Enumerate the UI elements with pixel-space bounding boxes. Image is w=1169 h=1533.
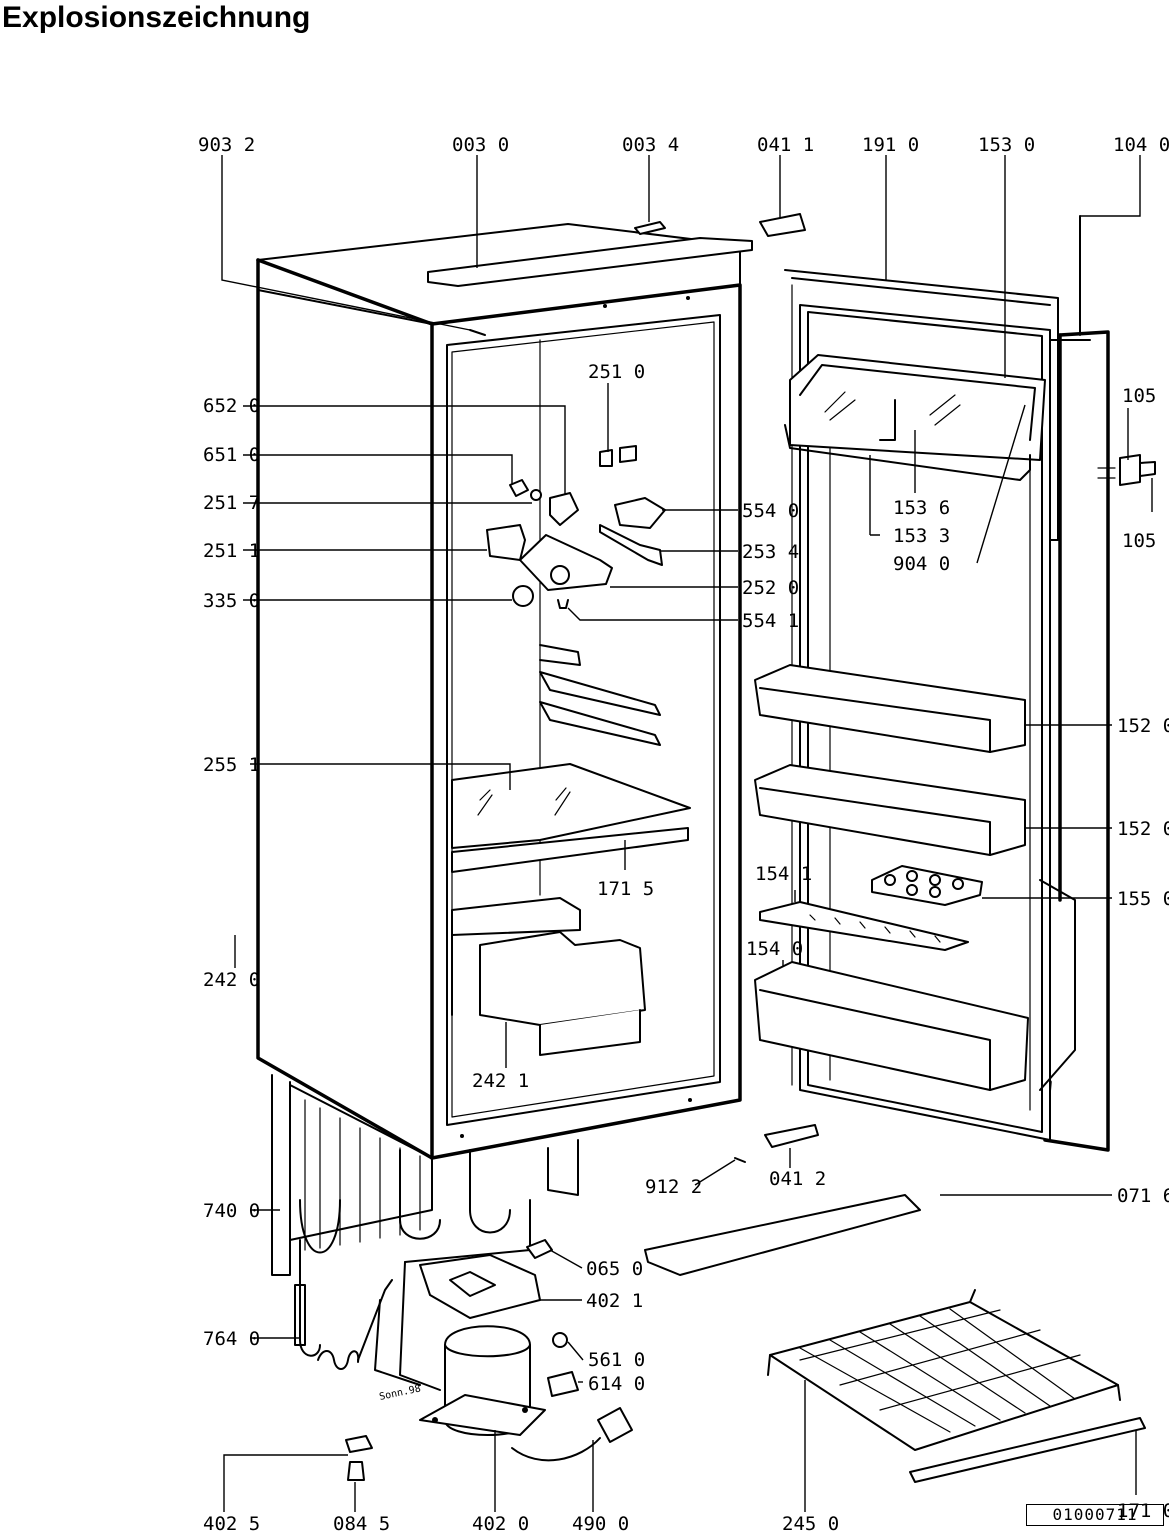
part-label: 561 0 xyxy=(588,1349,645,1371)
part-label: 003 4 xyxy=(622,134,679,156)
part-label: 242 1 xyxy=(472,1070,529,1092)
part-label: 253 4 xyxy=(742,541,799,563)
part-label: 252 0 xyxy=(742,577,799,599)
part-label: 251 7 xyxy=(203,492,260,514)
part-label: 041 1 xyxy=(757,134,814,156)
part-label: 764 0 xyxy=(203,1328,260,1350)
part-label: 740 0 xyxy=(203,1200,260,1222)
part-label: 904 0 xyxy=(893,553,950,575)
part-label: 155 0 xyxy=(1117,888,1169,910)
part-label: 152 0 xyxy=(1117,715,1169,737)
condenser-drawing xyxy=(271,1074,579,1357)
part-label: 153 3 xyxy=(893,525,950,547)
part-label: 065 0 xyxy=(586,1258,643,1280)
part-label: 402 5 xyxy=(203,1513,260,1533)
part-label: 041 2 xyxy=(769,1168,826,1190)
part-label: 251 0 xyxy=(588,361,645,383)
part-label: 903 2 xyxy=(198,134,255,156)
part-label: 104 0 xyxy=(1113,134,1169,156)
signature-mark: Sonn.98 xyxy=(378,1383,422,1403)
door-drawing xyxy=(754,215,1156,1152)
part-label: 071 6 xyxy=(1117,1185,1169,1207)
part-label: 554 0 xyxy=(742,500,799,522)
part-label: 171 0 xyxy=(1117,1500,1169,1522)
part-label: 402 0 xyxy=(472,1513,529,1533)
part-label: 153 0 xyxy=(978,134,1035,156)
part-label: 554 1 xyxy=(742,610,799,632)
part-label: 490 0 xyxy=(572,1513,629,1533)
part-label: 105 2 xyxy=(1122,385,1169,407)
compressor-drawing: Sonn.98 xyxy=(294,1199,633,1481)
drawing-code: 01000711 xyxy=(1026,1504,1164,1526)
cabinet-drawing xyxy=(256,223,753,1160)
part-label: 614 0 xyxy=(588,1373,645,1395)
part-label: 154 1 xyxy=(755,863,812,885)
leader-lines xyxy=(221,155,1153,1512)
page-title: Explosionszeichnung xyxy=(2,1,311,34)
part-label: 153 6 xyxy=(893,497,950,519)
part-label: 402 1 xyxy=(586,1290,643,1312)
part-label: 245 0 xyxy=(782,1513,839,1533)
part-label: 652 0 xyxy=(203,395,260,417)
part-label: 191 0 xyxy=(862,134,919,156)
part-label: 912 2 xyxy=(645,1176,702,1198)
loose-parts xyxy=(469,213,1146,1483)
part-label: 335 0 xyxy=(203,590,260,612)
part-label: 152 0 xyxy=(1117,818,1169,840)
part-label: 084 5 xyxy=(333,1513,390,1533)
part-label: 003 0 xyxy=(452,134,509,156)
part-labels: 903 2 003 0 003 4 041 1 191 0 153 0 104 … xyxy=(198,134,1169,1533)
part-label: 171 5 xyxy=(597,878,654,900)
part-label: 105 3 xyxy=(1122,530,1169,552)
part-label: 251 1 xyxy=(203,540,260,562)
part-label: 651 0 xyxy=(203,444,260,466)
part-label: 255 1 xyxy=(203,754,260,776)
part-label: 154 0 xyxy=(746,938,803,960)
part-label: 242 0 xyxy=(203,969,260,991)
